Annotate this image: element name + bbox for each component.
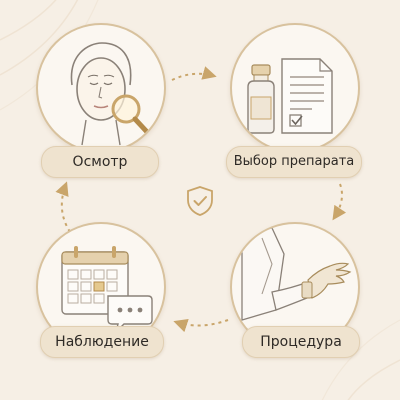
- stage-label-observation: Наблюдение: [40, 326, 164, 358]
- stage-label-procedure: Процедура: [242, 326, 360, 358]
- gloved-hand-icon: [241, 227, 352, 321]
- calendar-chat-icon: [61, 246, 153, 335]
- face-magnifier-icon: [70, 42, 151, 146]
- shield-check-icon: [187, 186, 213, 216]
- stage-inspection: [36, 23, 166, 153]
- stage-label-inspection: Осмотр: [41, 146, 159, 178]
- vial-document-icon: [247, 58, 333, 134]
- stage-drug-selection: [230, 23, 360, 153]
- stage-label-drug-selection: Выбор препарата: [226, 146, 362, 178]
